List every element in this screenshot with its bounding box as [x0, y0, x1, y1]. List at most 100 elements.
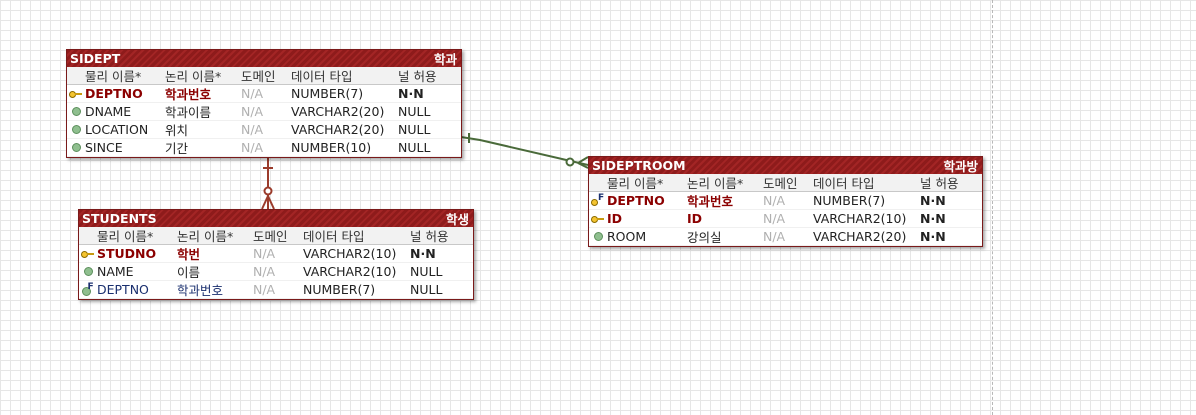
- entity-logical-name: 학과방: [943, 159, 978, 174]
- attribute-data-type: VARCHAR2(20): [291, 122, 385, 137]
- attribute-row[interactable]: DEPTNO 학과번호 N/A NUMBER(7) NULL: [79, 281, 473, 299]
- attribute-nullable: N·N: [920, 211, 946, 226]
- attribute-icon: [71, 107, 81, 116]
- header-nullable: 널 허용: [920, 176, 959, 191]
- attribute-domain: N/A: [763, 193, 786, 208]
- entity-physical-name: STUDENTS: [82, 211, 157, 226]
- attribute-logical-name: 학과번호: [177, 283, 224, 298]
- attribute-logical-name: 기간: [165, 141, 189, 156]
- attribute-physical-name: DEPTNO: [97, 282, 149, 297]
- attribute-data-type: VARCHAR2(10): [813, 211, 907, 226]
- attribute-nullable: NULL: [410, 282, 443, 297]
- attribute-nullable: NULL: [410, 264, 443, 279]
- attribute-row[interactable]: NAME 이름 N/A VARCHAR2(10) NULL: [79, 263, 473, 281]
- attribute-domain: N/A: [763, 229, 786, 244]
- attribute-row[interactable]: DEPTNO 학과번호 N/A NUMBER(7) N·N: [589, 192, 982, 210]
- attribute-data-type: VARCHAR2(20): [813, 229, 907, 244]
- entity-header[interactable]: SIDEPTROOM 학과방: [589, 157, 982, 174]
- attribute-row[interactable]: LOCATION 위치 N/A VARCHAR2(20) NULL: [67, 121, 461, 139]
- header-data-type: 데이터 타입: [291, 69, 353, 84]
- attribute-data-type: VARCHAR2(10): [303, 246, 397, 261]
- entity-students[interactable]: STUDENTS 학생 물리 이름* 논리 이름* 도메인 데이터 타입 널 허…: [78, 209, 474, 300]
- attribute-physical-name: DEPTNO: [85, 86, 143, 101]
- attribute-physical-name: DNAME: [85, 104, 132, 119]
- header-logical-name: 논리 이름*: [177, 229, 234, 244]
- attribute-icon: [83, 267, 93, 276]
- attribute-nullable: NULL: [398, 104, 431, 119]
- header-physical-name: 물리 이름*: [85, 69, 142, 84]
- attribute-data-type: NUMBER(10): [291, 140, 372, 155]
- attribute-row[interactable]: DNAME 학과이름 N/A VARCHAR2(20) NULL: [67, 103, 461, 121]
- header-logical-name: 논리 이름*: [687, 176, 744, 191]
- attribute-data-type: NUMBER(7): [303, 282, 376, 297]
- attribute-domain: N/A: [241, 122, 264, 137]
- attribute-logical-name: 학과번호: [165, 87, 212, 102]
- entity-physical-name: SIDEPTROOM: [592, 158, 686, 173]
- header-nullable: 널 허용: [410, 229, 449, 244]
- primary-foreign-key-icon: [591, 193, 605, 206]
- entity-header[interactable]: STUDENTS 학생: [79, 210, 473, 227]
- attribute-data-type: NUMBER(7): [291, 86, 364, 101]
- attribute-logical-name: 이름: [177, 265, 201, 280]
- primary-key-icon: [69, 90, 83, 98]
- attribute-domain: N/A: [253, 282, 276, 297]
- header-physical-name: 물리 이름*: [607, 176, 664, 191]
- entity-logical-name: 학과: [433, 52, 457, 67]
- page-boundary-line: [992, 0, 993, 415]
- header-physical-name: 물리 이름*: [97, 229, 154, 244]
- attribute-icon: [593, 232, 603, 241]
- header-logical-name: 논리 이름*: [165, 69, 222, 84]
- attribute-nullable: N·N: [920, 229, 946, 244]
- attribute-domain: N/A: [253, 264, 276, 279]
- attribute-domain: N/A: [241, 140, 264, 155]
- attribute-nullable: N·N: [410, 246, 436, 261]
- attribute-nullable: NULL: [398, 122, 431, 137]
- attribute-data-type: VARCHAR2(20): [291, 104, 385, 119]
- attribute-physical-name: SINCE: [85, 140, 123, 155]
- attribute-domain: N/A: [253, 246, 276, 261]
- column-header-row: 물리 이름* 논리 이름* 도메인 데이터 타입 널 허용: [67, 67, 461, 85]
- attribute-logical-name: 학번: [177, 247, 201, 262]
- column-header-row: 물리 이름* 논리 이름* 도메인 데이터 타입 널 허용: [589, 174, 982, 192]
- relationship-sidept-sideptroom[interactable]: [460, 133, 589, 169]
- entity-logical-name: 학생: [445, 212, 469, 227]
- attribute-physical-name: STUDNO: [97, 246, 157, 261]
- header-domain: 도메인: [241, 69, 276, 84]
- attribute-physical-name: ROOM: [607, 229, 647, 244]
- attribute-nullable: N·N: [920, 193, 946, 208]
- attribute-logical-name: 학과이름: [165, 105, 212, 120]
- attribute-row[interactable]: ROOM 강의실 N/A VARCHAR2(20) N·N: [589, 228, 982, 246]
- attribute-row[interactable]: SINCE 기간 N/A NUMBER(10) NULL: [67, 139, 461, 157]
- attribute-data-type: NUMBER(7): [813, 193, 886, 208]
- attribute-row[interactable]: ID ID N/A VARCHAR2(10) N·N: [589, 210, 982, 228]
- attribute-data-type: VARCHAR2(10): [303, 264, 397, 279]
- attribute-icon: [71, 143, 81, 152]
- column-header-row: 물리 이름* 논리 이름* 도메인 데이터 타입 널 허용: [79, 227, 473, 245]
- attribute-nullable: N·N: [398, 86, 424, 101]
- attribute-logical-name: 위치: [165, 123, 189, 138]
- attribute-icon: [71, 125, 81, 134]
- header-domain: 도메인: [253, 229, 288, 244]
- header-nullable: 널 허용: [398, 69, 437, 84]
- header-data-type: 데이터 타입: [303, 229, 365, 244]
- attribute-logical-name: ID: [687, 211, 703, 226]
- attribute-physical-name: NAME: [97, 264, 134, 279]
- entity-sidept[interactable]: SIDEPT 학과 물리 이름* 논리 이름* 도메인 데이터 타입 널 허용 …: [66, 49, 462, 158]
- attribute-logical-name: 학과번호: [687, 194, 734, 209]
- foreign-key-icon: [81, 282, 95, 296]
- attribute-physical-name: ID: [607, 211, 623, 226]
- attribute-row[interactable]: DEPTNO 학과번호 N/A NUMBER(7) N·N: [67, 85, 461, 103]
- entity-physical-name: SIDEPT: [70, 51, 121, 66]
- attribute-domain: N/A: [241, 86, 264, 101]
- attribute-nullable: NULL: [398, 140, 431, 155]
- entity-header[interactable]: SIDEPT 학과: [67, 50, 461, 67]
- attribute-row[interactable]: STUDNO 학번 N/A VARCHAR2(10) N·N: [79, 245, 473, 263]
- header-data-type: 데이터 타입: [813, 176, 875, 191]
- relationship-sidept-students[interactable]: [261, 156, 275, 210]
- entity-sideptroom[interactable]: SIDEPTROOM 학과방 물리 이름* 논리 이름* 도메인 데이터 타입 …: [588, 156, 983, 247]
- header-domain: 도메인: [763, 176, 798, 191]
- attribute-physical-name: LOCATION: [85, 122, 149, 137]
- attribute-domain: N/A: [763, 211, 786, 226]
- attribute-physical-name: DEPTNO: [607, 193, 665, 208]
- primary-key-icon: [591, 215, 605, 223]
